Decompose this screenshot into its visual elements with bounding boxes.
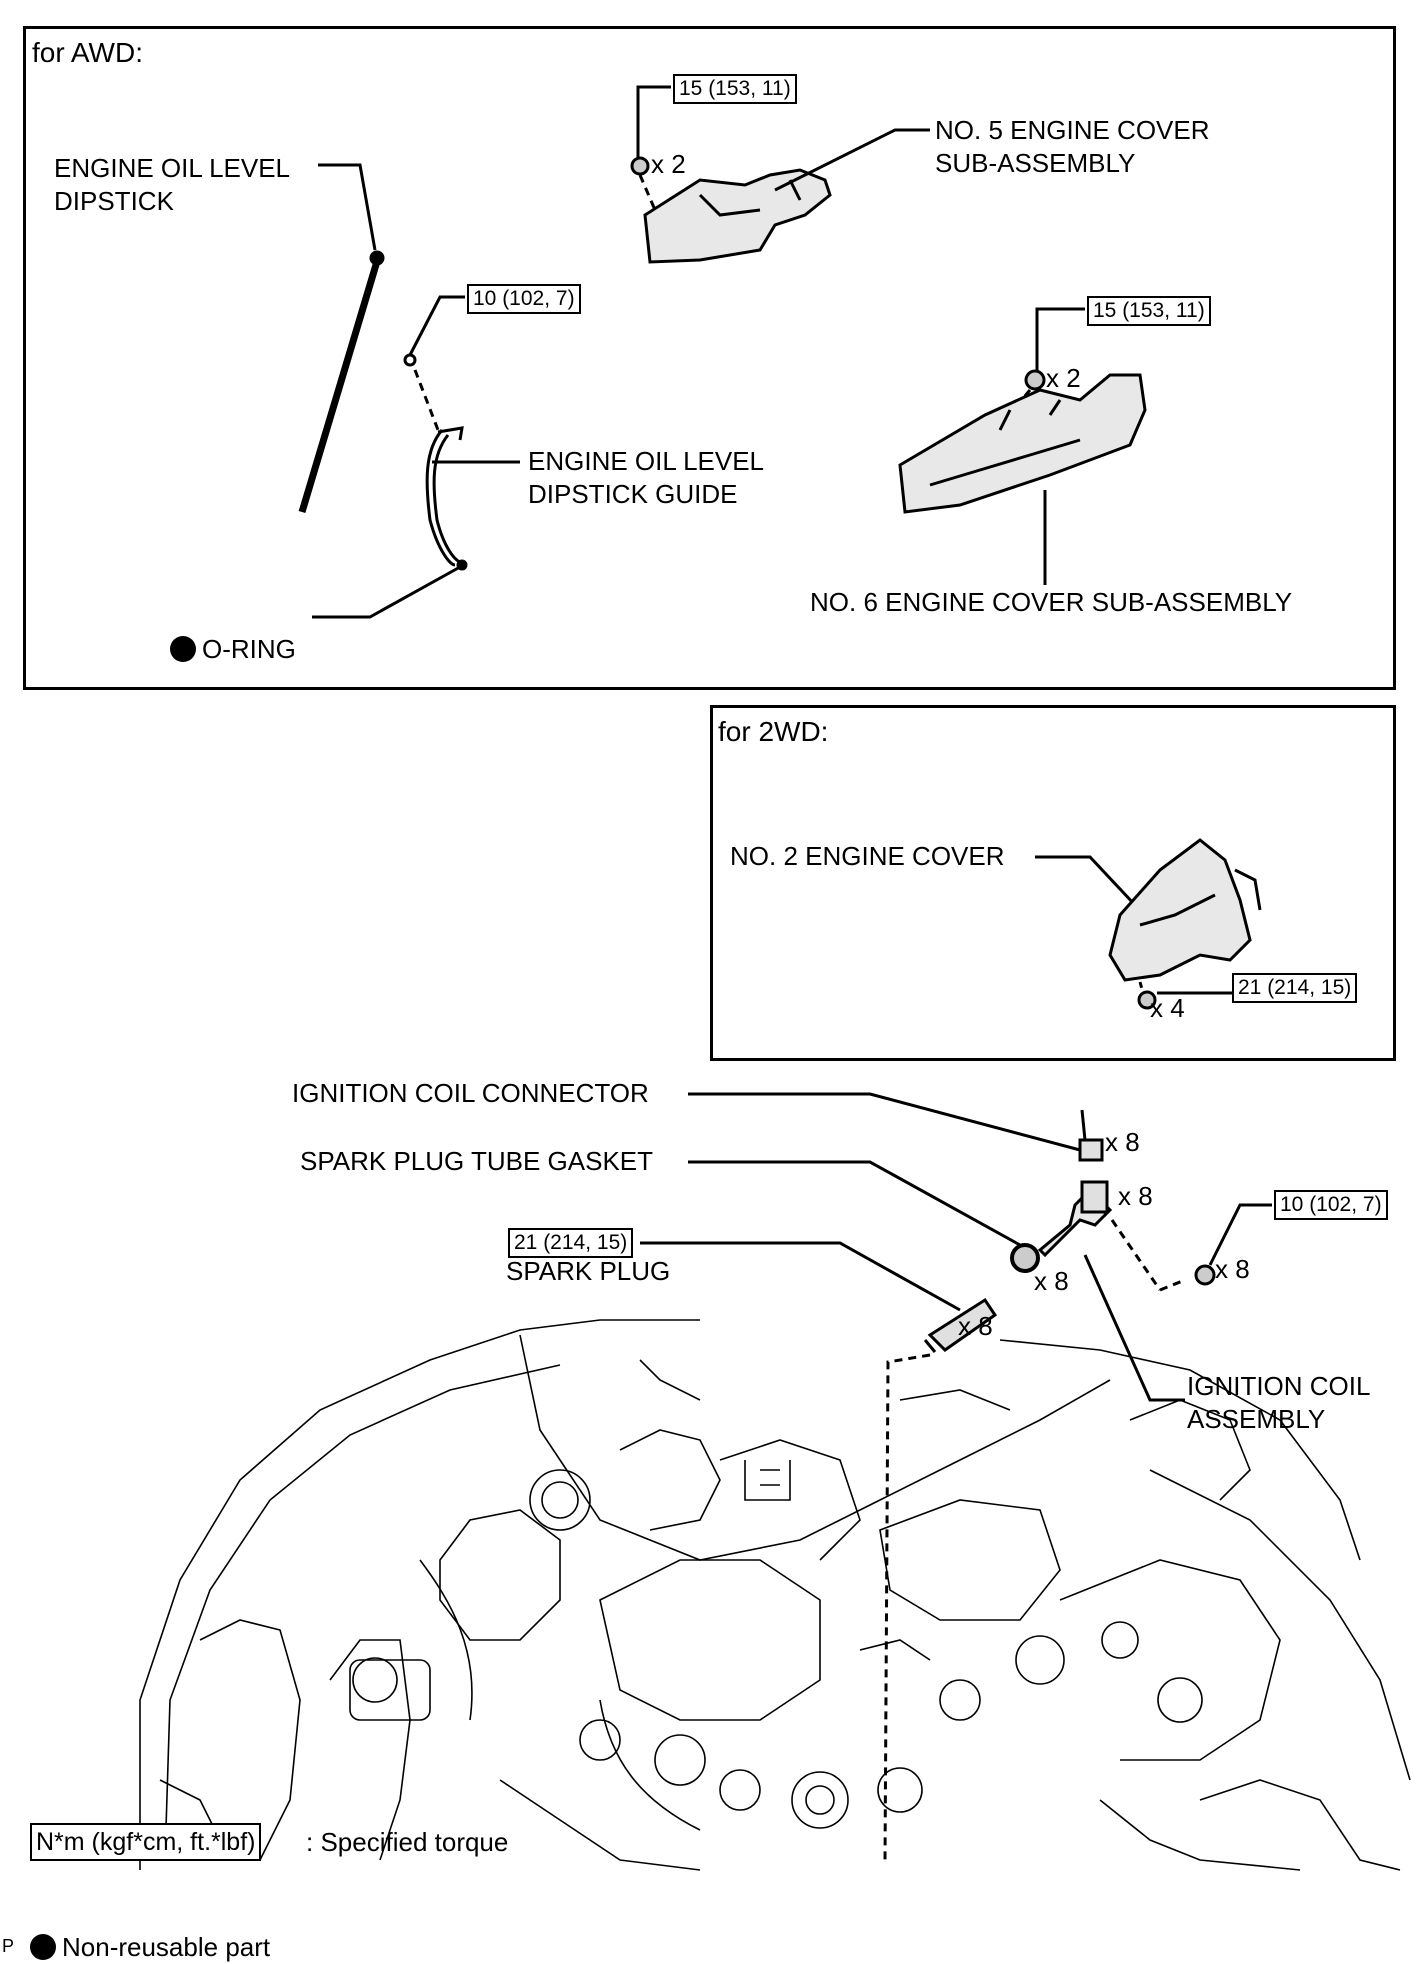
cover6-detail [929,399,1081,487]
non-reusable-legend-icon [30,1934,56,1960]
2wd-title: for 2WD: [718,716,829,747]
plug-body [927,1297,998,1352]
cover2-torque: 21 (214, 15) [1232,973,1358,1003]
coil-leader [1083,1254,1185,1402]
o-ring-text: O-RING [202,634,296,664]
o-ring-label: O-RING [170,600,296,666]
footer-mark: P [2,1936,15,1956]
legend-nonreusable-text: Non-reusable part [62,1932,271,1962]
cover5-body [643,168,832,264]
cover6-label: NO. 6 ENGINE COVER SUB-ASSEMBLY [810,587,1293,617]
legend-torque-desc: : Specified torque [306,1827,509,1857]
coil-bolt-torque: 10 (102, 7) [1274,1190,1388,1220]
cover2-nut [1137,990,1157,1010]
cover6-nut [1024,369,1046,391]
dipstick-rod [298,256,382,514]
dipstick-guide-label: ENGINE OIL LEVEL DIPSTICK GUIDE [528,446,765,509]
legend-nonreusable: Non-reusable part [30,1898,270,1964]
cover2-detail [1139,868,1262,927]
coil-qty: x 8 [1118,1181,1153,1211]
cover2-body [1108,838,1252,982]
cover6-torque: 15 (153, 11) [1087,296,1211,326]
coil-top [1080,1180,1109,1214]
coil-bolt-qty: x 8 [1215,1254,1250,1284]
guide-bolt [403,353,417,367]
coil-bolt [1194,1264,1216,1286]
guide-bolt-leader [408,295,465,356]
cover2-qty: x 4 [1150,993,1185,1023]
cover6-torque-leader [1035,307,1085,370]
cover5-label: NO. 5 ENGINE COVER SUB-ASSEMBLY [935,115,1210,178]
legend-torque-units: N*m (kgf*cm, ft.*lbf) [30,1823,262,1861]
guide-tube2 [432,434,461,564]
guide-dash [413,369,440,431]
coil-bolt-dash [1110,1219,1162,1291]
engine-bay-sketch [139,1319,1411,1871]
cover2-leader [1035,855,1137,907]
spark-plug-tube-gasket-label: SPARK PLUG TUBE GASKET [300,1146,654,1176]
cover5-torque-leader [636,85,671,160]
non-reusable-icon [170,636,196,662]
awd-frame [23,26,1396,690]
cover5-nut-dash [638,174,657,211]
dipstick-label: ENGINE OIL LEVEL DIPSTICK [54,153,291,216]
cover6-qty: x 2 [1046,363,1081,393]
coil-bolt-torque-leader [1208,1203,1272,1266]
cover5-leader [774,128,930,192]
cover5-nut [630,156,650,176]
cover2-label: NO. 2 ENGINE COVER [730,841,1005,871]
ignition-coil-assembly-label: IGNITION COIL ASSEMBLY [1187,1371,1371,1434]
plug-dash [883,1353,931,1861]
dipstick-handle [369,250,385,266]
oring [456,559,468,571]
spark-plug-label: SPARK PLUG [506,1256,671,1286]
guide-bolt-torque: 10 (102, 7) [467,284,581,314]
oring-leader [312,565,461,619]
guide-bracket [437,426,464,441]
connector-wire [1080,1109,1087,1141]
dipstick-leader [318,163,377,251]
gasket-ring [1010,1243,1040,1273]
cover5-qty: x 2 [651,149,686,179]
spark-plug-torque: 21 (214, 15) [508,1228,634,1258]
cover6-body [898,373,1147,514]
awd-title: for AWD: [32,37,143,68]
cover5-torque: 15 (153, 11) [673,74,797,104]
plug-torque-leader [640,1241,961,1312]
connector-qty: x 8 [1105,1127,1140,1157]
gasket-leader [688,1160,1021,1247]
connector-body [1078,1138,1104,1162]
plug-qty: x 8 [958,1311,993,1341]
ignition-coil-connector-label: IGNITION COIL CONNECTOR [292,1078,649,1108]
gasket-qty: x 8 [1034,1266,1069,1296]
2wd-frame [710,705,1396,1061]
coil-bolt-dash2 [1159,1278,1186,1292]
connector-leader [688,1092,1081,1152]
guide-tube [425,429,456,567]
plug-tip [923,1339,937,1353]
